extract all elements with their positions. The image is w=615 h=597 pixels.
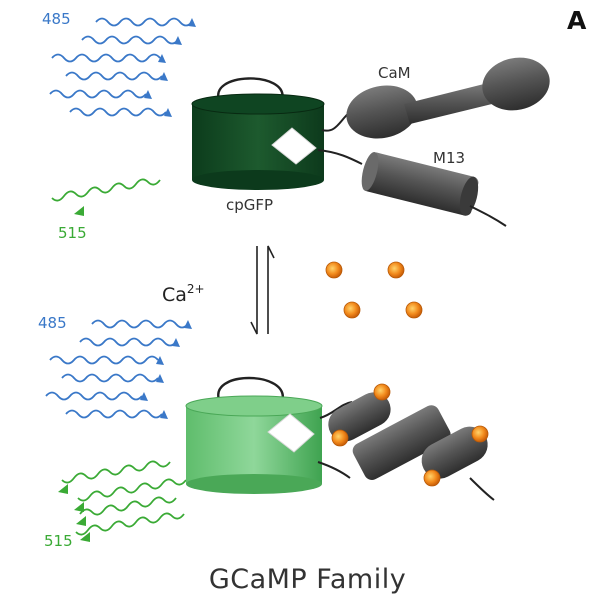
- emission-wavelength-label-top: 515: [58, 224, 87, 242]
- m13-peptide-label: M13: [433, 149, 466, 167]
- cpgfp-label: cpGFP: [226, 196, 274, 214]
- emission-waves-bottom: [61, 460, 187, 536]
- ion-charge: 2+: [186, 282, 205, 296]
- calmodulin-label: CaM: [378, 64, 411, 82]
- emission-arrowhead-top: [74, 206, 84, 216]
- excitation-arrowheads-bottom: [140, 320, 192, 419]
- gcamp-calcium-free: [191, 57, 550, 227]
- calcium-ions-free: [325, 261, 423, 319]
- excitation-arrowheads-top: [144, 18, 196, 117]
- figure-title: GCaMP Family: [208, 564, 407, 595]
- panel-letter: A: [567, 6, 587, 35]
- excitation-wavelength-label-top: 485: [42, 10, 71, 28]
- emission-wave-top: [51, 178, 161, 202]
- equilibrium-arrows[interactable]: [250, 245, 275, 335]
- excitation-waves-top: [49, 17, 193, 117]
- calcium-ion-label: Ca2+: [162, 283, 205, 305]
- excitation-wavelength-label-bottom: 485: [38, 314, 67, 332]
- ion-symbol: Ca: [162, 284, 187, 306]
- emission-arrowheads-bottom: [58, 484, 90, 542]
- emission-wavelength-label-bottom: 515: [44, 532, 73, 550]
- gcamp-calcium-bound: [185, 376, 495, 501]
- excitation-waves-bottom: [45, 319, 189, 419]
